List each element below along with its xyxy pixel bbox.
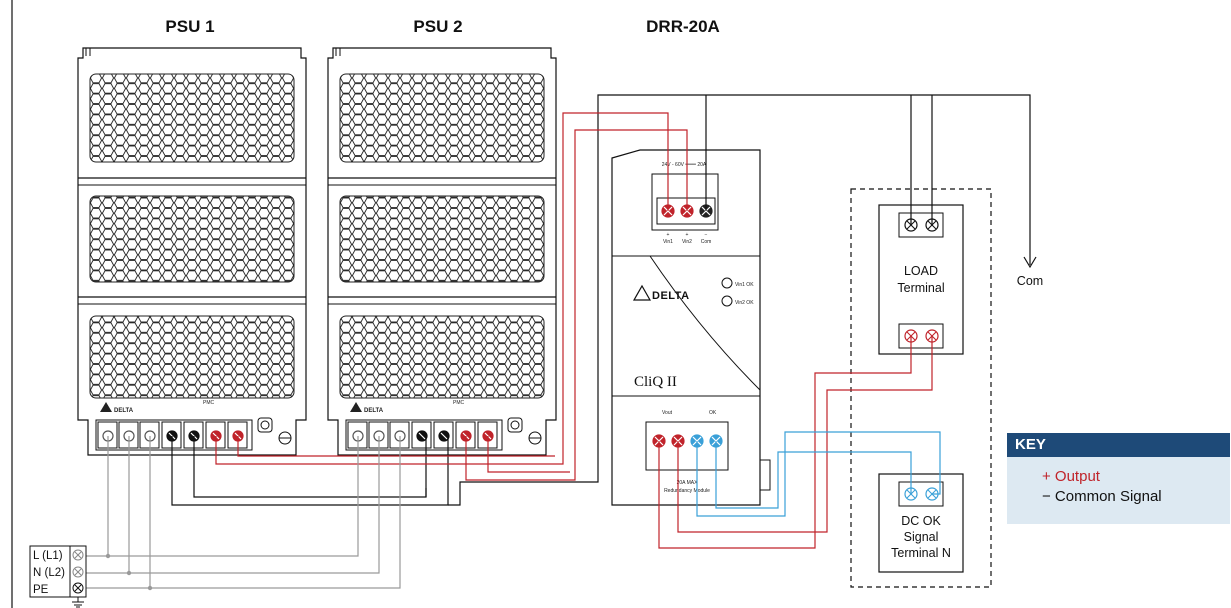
dcok-line3: Terminal N xyxy=(891,546,951,560)
drr-top-pin-label-1: Vin1 xyxy=(663,239,673,245)
psu1-title: PSU 1 xyxy=(165,17,214,36)
drr-top-pin-label-3: Com xyxy=(701,239,712,245)
drr-indicator-1: Vin1 OK xyxy=(735,282,754,288)
drr-top-pin-label-2: Vin2 xyxy=(682,239,692,245)
psu1-unit: DELTA PMC xyxy=(77,47,307,456)
drr-indicator-2: Vin2 OK xyxy=(735,300,754,306)
dcok-line1: DC OK xyxy=(901,514,941,528)
output-wires xyxy=(215,112,933,549)
common-wires xyxy=(171,94,1037,506)
load-line1: LOAD xyxy=(904,264,938,278)
drr-bottom-rating: 20A MAX xyxy=(677,480,699,486)
key-output: + Output xyxy=(1042,468,1100,485)
drr-brand: DELTA xyxy=(652,290,690,302)
drr-module: 24V - 60V ═══ 20A + + − Vin1 Vin2 Com DE… xyxy=(611,149,771,506)
mains-pe: PE xyxy=(33,584,49,596)
drr-ok-label: OK xyxy=(709,410,717,416)
key-legend: KEY + Output − Common Signal xyxy=(1007,433,1230,524)
drr-title: DRR-20A xyxy=(646,17,720,36)
key-common: − Common Signal xyxy=(1042,488,1162,505)
dcok-terminal: DC OK Signal Terminal N xyxy=(878,473,964,573)
dcok-line2: Signal xyxy=(904,530,939,544)
psu2-title: PSU 2 xyxy=(413,17,462,36)
delta-logo-icon xyxy=(632,284,652,301)
drr-top-pin-1: + xyxy=(667,232,670,238)
mains-n: N (L2) xyxy=(33,567,65,579)
psu2-model: PMC xyxy=(453,400,465,406)
com-label: Com xyxy=(1017,274,1043,288)
key-title: KEY xyxy=(1007,433,1230,457)
signal-wires xyxy=(696,431,941,517)
load-line2: Terminal xyxy=(897,281,944,295)
mains-wires xyxy=(85,436,401,589)
drr-top-rating: 24V - 60V ═══ 20A xyxy=(662,162,707,168)
drr-bottom-text: Redundancy Module xyxy=(664,488,710,494)
drr-series: CliQ II xyxy=(634,374,677,390)
psu1-brand: DELTA xyxy=(114,408,134,414)
psu1-model: PMC xyxy=(203,400,215,406)
mains-terminal: L (L1) N (L2) PE xyxy=(29,545,87,608)
psu2-unit: DELTA PMC xyxy=(327,47,557,456)
drr-out-label: Vout xyxy=(662,410,673,416)
drr-top-pin-3: − xyxy=(705,232,708,238)
terminal-enclosure xyxy=(850,188,992,588)
mains-l: L (L1) xyxy=(33,550,63,562)
psu2-brand: DELTA xyxy=(364,408,384,414)
load-terminal: LOAD Terminal xyxy=(878,204,964,355)
drr-top-pin-2: + xyxy=(686,232,689,238)
